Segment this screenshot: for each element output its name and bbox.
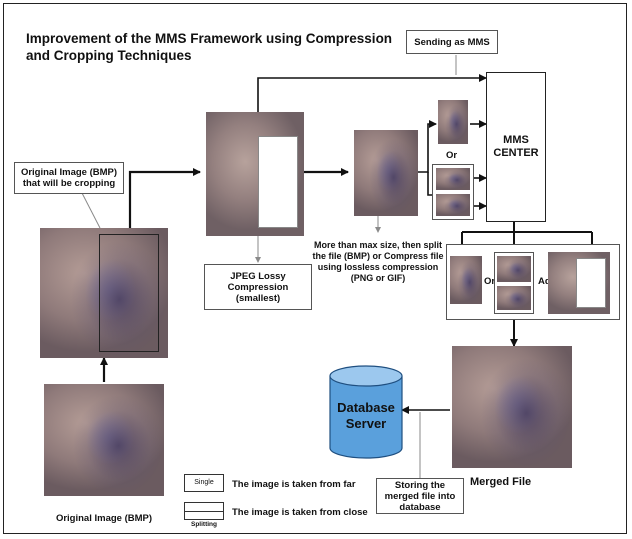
- legend-splitting-label: Splitting: [191, 521, 217, 528]
- single-thumb-send: [438, 100, 468, 144]
- mms-center-label: MMS CENTER: [493, 134, 539, 159]
- legend-single-box: Single: [184, 474, 224, 492]
- diagram-frame: [3, 3, 627, 534]
- arrow-split-to-single: [418, 120, 437, 173]
- merged-label: Merged File: [470, 476, 532, 488]
- storing-box: Storing the merged file into database: [376, 478, 464, 514]
- jpeg-crop-white: [258, 136, 298, 228]
- jpeg-label: JPEG Lossy Compression (smallest): [227, 270, 289, 304]
- pair-thumb-top-send: [436, 168, 470, 190]
- pair-thumb-bottom-recv: [497, 286, 531, 310]
- original-image: [44, 384, 164, 496]
- diagram-title: Improvement of the MMS Framework using C…: [26, 31, 393, 63]
- arrow-jpeg-to-mms: [257, 74, 487, 112]
- original-image-label: Original Image (BMP): [55, 513, 153, 524]
- cropping-callout-box: Original Image (BMP) that will be croppi…: [14, 162, 124, 194]
- split-stage-image: [354, 130, 418, 216]
- pair-thumb-bottom-send: [436, 194, 470, 216]
- database-label: Database Server: [337, 400, 395, 431]
- jpeg-box: JPEG Lossy Compression (smallest): [204, 264, 312, 310]
- cropped-source-image: [40, 228, 168, 358]
- add-label: Add: [538, 276, 556, 287]
- max-size-label: More than max size, then split the file …: [312, 240, 444, 283]
- or-label-bottom: Or: [484, 276, 496, 287]
- arrow-cropped-to-jpeg: [128, 168, 201, 228]
- legend-splitting-divider: [185, 511, 223, 512]
- line-callout-cropping: [81, 192, 101, 229]
- or-label-top: Or: [446, 150, 458, 161]
- add-image-white: [576, 258, 606, 308]
- cropping-callout-label: Original Image (BMP) that will be croppi…: [20, 167, 118, 189]
- legend-splitting-box: [184, 502, 224, 520]
- legend-single-text: The image is taken from far: [232, 479, 356, 490]
- pair-thumb-top-recv: [497, 256, 531, 282]
- legend-single-label: Single: [194, 479, 214, 486]
- legend-splitting-text: The image is taken from close: [232, 507, 368, 518]
- merged-image: [452, 346, 572, 468]
- single-thumb-recv: [450, 256, 482, 304]
- crop-region-rect: [99, 234, 159, 352]
- mms-center-box: MMS CENTER: [486, 72, 546, 222]
- arrow-split-to-pair: [427, 172, 432, 196]
- sending-label: Sending as MMS: [414, 36, 490, 48]
- storing-label: Storing the merged file into database: [384, 479, 456, 513]
- sending-box: Sending as MMS: [406, 30, 498, 54]
